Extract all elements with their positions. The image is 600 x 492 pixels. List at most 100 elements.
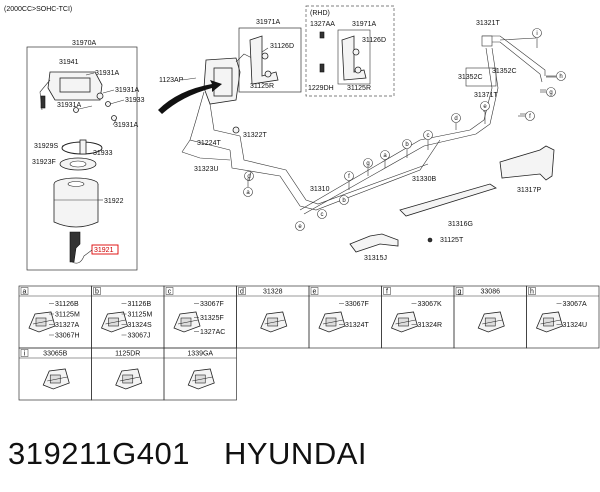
table-part-label: 31327A [55, 322, 79, 329]
label-31125R-1: 31125R [250, 83, 274, 90]
label-31371T: 31371T [474, 92, 498, 99]
label-31352C-2: 31352C [492, 68, 517, 75]
label-31126D-2: 31126D [362, 37, 386, 44]
table-part-label: 33067F [345, 301, 369, 308]
highlight-box-31921 [91, 244, 119, 255]
rhd-label: (RHD) [310, 10, 330, 17]
table-cell-letter: e [313, 289, 317, 296]
svg-text:d: d [247, 174, 250, 180]
table-part-label: 31324R [418, 322, 443, 329]
label-31931A-2: 31931A [115, 87, 139, 94]
callouts: i h g f e d c b a g f d a e b c [243, 28, 566, 231]
table-part-label: 31125M [55, 312, 80, 319]
label-31323U: 31323U [194, 166, 219, 173]
label-31125R-2: 31125R [347, 85, 371, 92]
filter-head-part [39, 71, 125, 126]
table-part-label: 31324T [345, 322, 369, 329]
table-part-drawing [100, 311, 128, 333]
table-cell-title: 1339GA [187, 351, 213, 358]
label-31931A-3: 31931A [57, 102, 81, 109]
table-part-drawing [390, 311, 418, 333]
svg-text:h: h [559, 74, 562, 80]
label-31933-2: 31933 [93, 150, 113, 157]
label-31971A-2: 31971A [352, 21, 376, 28]
table-part-label: 33067F [200, 301, 224, 308]
table-part-drawing [187, 368, 215, 390]
label-31931A-1: 31931A [95, 70, 119, 77]
table-cell [308, 285, 382, 349]
table-part-label: 33067A [563, 301, 587, 308]
svg-text:a: a [246, 190, 250, 196]
rhd-box [305, 5, 395, 97]
table-part-label: 31324U [563, 322, 588, 329]
table-cell-letter: g [458, 289, 462, 296]
table-cell-title: 31328 [263, 289, 283, 296]
part-number: 319211G401 [8, 436, 190, 471]
bracket-part [249, 35, 279, 85]
label-31126D-1: 31126D [270, 43, 294, 50]
label-31929S: 31929S [34, 143, 58, 150]
table-cell-letter: h [530, 289, 534, 296]
table-part-drawing [318, 311, 346, 333]
svg-text:e: e [298, 224, 302, 230]
label-31970A: 31970A [72, 40, 96, 47]
direction-arrow [158, 80, 222, 114]
footer: 319211G401 HYUNDAI [8, 430, 592, 478]
table-cell [163, 347, 237, 401]
svg-text:e: e [483, 104, 487, 110]
table-part-label: 1327AC [200, 329, 225, 336]
svg-text:i: i [536, 31, 537, 37]
label-31941: 31941 [59, 59, 79, 66]
table-part-drawing [28, 311, 56, 333]
parts-table: a31126B31125M31327A33067Hb31126B31125M31… [18, 285, 600, 401]
label-31330B: 31330B [412, 176, 436, 183]
label-31322T: 31322T [243, 132, 267, 139]
label-1327AA: 1327AA [310, 21, 335, 28]
table-cell-letter: i [24, 351, 26, 358]
label-31922: 31922 [104, 198, 124, 205]
rhd-bracket-part [319, 31, 367, 81]
fuel-lines-middle [181, 135, 441, 211]
label-31315J: 31315J [364, 255, 387, 262]
table-part-drawing [477, 311, 505, 333]
filter-assembly-frame [26, 46, 138, 271]
table-part-drawing [535, 311, 563, 333]
table-part-label: 31325F [200, 315, 224, 322]
svg-text:c: c [321, 212, 324, 218]
fuel-lines-top-right [299, 35, 556, 215]
table-part-label: 31324S [128, 322, 152, 329]
table-part-label: 31125M [128, 312, 153, 319]
table-part-drawing [115, 368, 143, 390]
table-part-label: 31126B [128, 301, 152, 308]
table-cell-title: 33086 [481, 289, 501, 296]
label-31316G: 31316G [448, 221, 473, 228]
label-31224T: 31224T [197, 140, 221, 147]
fuel-filter-housing-part [181, 53, 253, 153]
heat-shield-317P [499, 145, 555, 181]
filter-element-part [53, 177, 103, 228]
brand-name: HYUNDAI [223, 436, 367, 471]
svg-text:f: f [348, 174, 350, 180]
header-note: (2000CC>SOHC-TCI) [4, 6, 72, 13]
heat-shield-316G [399, 183, 497, 217]
label-31317P: 31317P [517, 187, 541, 194]
water-sensor-part [69, 231, 93, 264]
label-31931A-4: 31931A [114, 122, 138, 129]
table-cell [526, 285, 600, 349]
svg-text:d: d [454, 116, 457, 122]
label-1229DH: 1229DH [308, 85, 334, 92]
table-part-label: 33067J [128, 333, 151, 340]
label-1123AP: 1123AP [159, 77, 184, 84]
svg-text:f: f [529, 114, 531, 120]
svg-text:c: c [427, 133, 430, 139]
label-31321T: 31321T [476, 20, 500, 27]
label-31971A-1: 31971A [256, 19, 280, 26]
svg-text:g: g [549, 90, 552, 96]
table-part-drawing [42, 368, 70, 390]
table-cell-title: 1125DR [115, 351, 140, 358]
table-cell-letter: d [240, 289, 244, 296]
table-part-label: 33067H [55, 333, 80, 340]
table-cell [381, 285, 455, 349]
bolt-part [79, 139, 87, 155]
